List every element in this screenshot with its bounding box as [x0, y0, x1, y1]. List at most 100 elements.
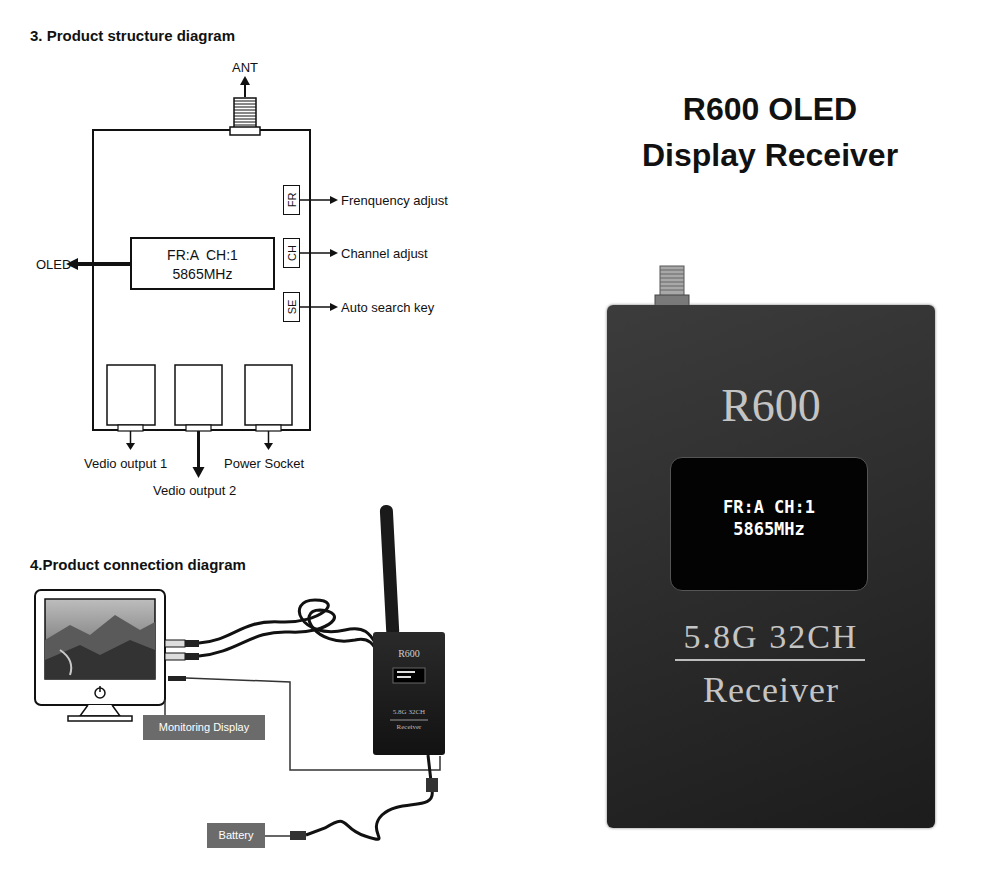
- monitor-illustration: [35, 590, 165, 705]
- part-label: ANT: [232, 60, 258, 76]
- oled-leader: [66, 258, 130, 270]
- antenna-connector: [234, 98, 256, 128]
- av-cables: [165, 653, 185, 660]
- av-cables: [165, 640, 185, 647]
- oled-display-box: FR:A CH:1 5865MHz: [130, 237, 275, 290]
- receiver-antenna: [380, 505, 400, 637]
- node-text: SE: [285, 300, 297, 315]
- button-key: FR: [283, 185, 300, 215]
- node-text: 5.8G 32CH: [373, 709, 445, 717]
- output-sockets: [126, 443, 135, 450]
- receiver-antenna: [380, 505, 400, 637]
- output-sockets: [175, 365, 222, 425]
- monitor-illustration: [35, 590, 165, 721]
- small-receiver-screen: [390, 720, 428, 721]
- output-sockets: [256, 425, 281, 431]
- av-cables: [185, 653, 199, 660]
- receiver-device-photo: R600 5.8G 32CH Receiver FR:A CH:1 5865MHz: [607, 305, 935, 828]
- antenna-connector: [240, 76, 250, 85]
- output-sockets: [193, 467, 205, 478]
- output-sockets: [107, 365, 155, 425]
- button-arrows: [300, 196, 338, 311]
- structure-outline: [93, 130, 310, 430]
- node-text: R600: [373, 648, 445, 659]
- small-receiver-screen: [397, 676, 411, 678]
- antenna-connector: [230, 76, 260, 135]
- output-sockets: [245, 365, 292, 425]
- small-receiver-screen: [393, 668, 425, 683]
- node-text: 5.8G 32CH: [607, 618, 935, 655]
- av-cables: [168, 676, 186, 681]
- output-sockets: [186, 425, 211, 431]
- node-text: Receiver: [607, 671, 935, 711]
- node-text: 5865MHz: [671, 520, 867, 539]
- monitor-illustration: [99, 686, 101, 692]
- output-sockets: [197, 431, 200, 469]
- title-text: R600 OLED Display Receiver: [630, 86, 910, 178]
- battery-cable: [265, 835, 290, 837]
- monitor-illustration: [80, 705, 120, 716]
- caption-box: Battery: [207, 823, 265, 848]
- button-arrows: [300, 252, 331, 254]
- monitor-illustration: [60, 650, 71, 675]
- receiver-underline: [675, 659, 865, 661]
- output-sockets: [264, 443, 273, 450]
- node-text: Receiver: [373, 724, 445, 732]
- node-text: FR: [285, 193, 297, 208]
- part-label: Frenquency adjust: [341, 193, 448, 209]
- small-receiver-screen: [390, 668, 428, 720]
- node-text: FR:A CH:1: [671, 498, 867, 517]
- node-text: FR:A CH:1: [132, 248, 273, 263]
- av-cables: [199, 610, 382, 660]
- button-key: SE: [283, 292, 300, 322]
- small-receiver-screen: [397, 671, 415, 673]
- part-label: Power Socket: [224, 456, 304, 472]
- node-text: Battery: [207, 829, 265, 841]
- output-sockets: [268, 431, 270, 443]
- av-cables: [164, 700, 166, 715]
- oled-screen: FR:A CH:1 5865MHz: [670, 457, 868, 591]
- part-label: 3. Product structure diagram: [30, 27, 235, 45]
- battery-cable: [306, 755, 432, 839]
- button-arrows: [330, 303, 338, 311]
- sma-connector: [660, 266, 684, 296]
- node-text: R600: [607, 381, 935, 432]
- av-cables: [199, 600, 380, 650]
- monitor-illustration: [45, 640, 155, 679]
- node-text: CH: [285, 245, 297, 261]
- part-label: Vedio output 2: [153, 483, 236, 499]
- battery-cable: [426, 778, 438, 792]
- output-sockets: [130, 431, 132, 443]
- monitor-illustration: [68, 716, 132, 721]
- monitor-illustration: [45, 615, 155, 679]
- receiver-underline: [675, 660, 865, 661]
- battery-cable: [290, 831, 306, 840]
- caption-box: Monitoring Display: [143, 715, 265, 740]
- antenna-connector: [244, 83, 246, 97]
- button-key: CH: [283, 238, 300, 268]
- button-arrows: [330, 249, 338, 257]
- part-label: Auto search key: [341, 300, 434, 316]
- output-sockets: [118, 425, 143, 431]
- monitor-illustration: [45, 599, 155, 679]
- node-text: 5865MHz: [132, 267, 273, 282]
- node-text: Monitoring Display: [143, 721, 265, 733]
- part-label: Channel adjust: [341, 246, 428, 262]
- part-label: Vedio output 1: [84, 456, 167, 472]
- antenna-connector: [230, 127, 260, 135]
- part-label: OLED: [36, 257, 71, 273]
- battery-cable: [265, 755, 438, 840]
- sma-connector: [660, 270, 684, 290]
- sma-connector: [655, 266, 689, 306]
- antenna-connector: [234, 101, 256, 125]
- av-cables: [185, 640, 199, 647]
- part-label: 4.Product connection diagram: [30, 556, 246, 574]
- button-arrows: [300, 199, 331, 201]
- button-arrows: [330, 196, 338, 204]
- oled-leader: [76, 262, 130, 266]
- receiver-device-small: R600 5.8G 32CH Receiver: [373, 632, 445, 755]
- structure-outline: [93, 130, 310, 430]
